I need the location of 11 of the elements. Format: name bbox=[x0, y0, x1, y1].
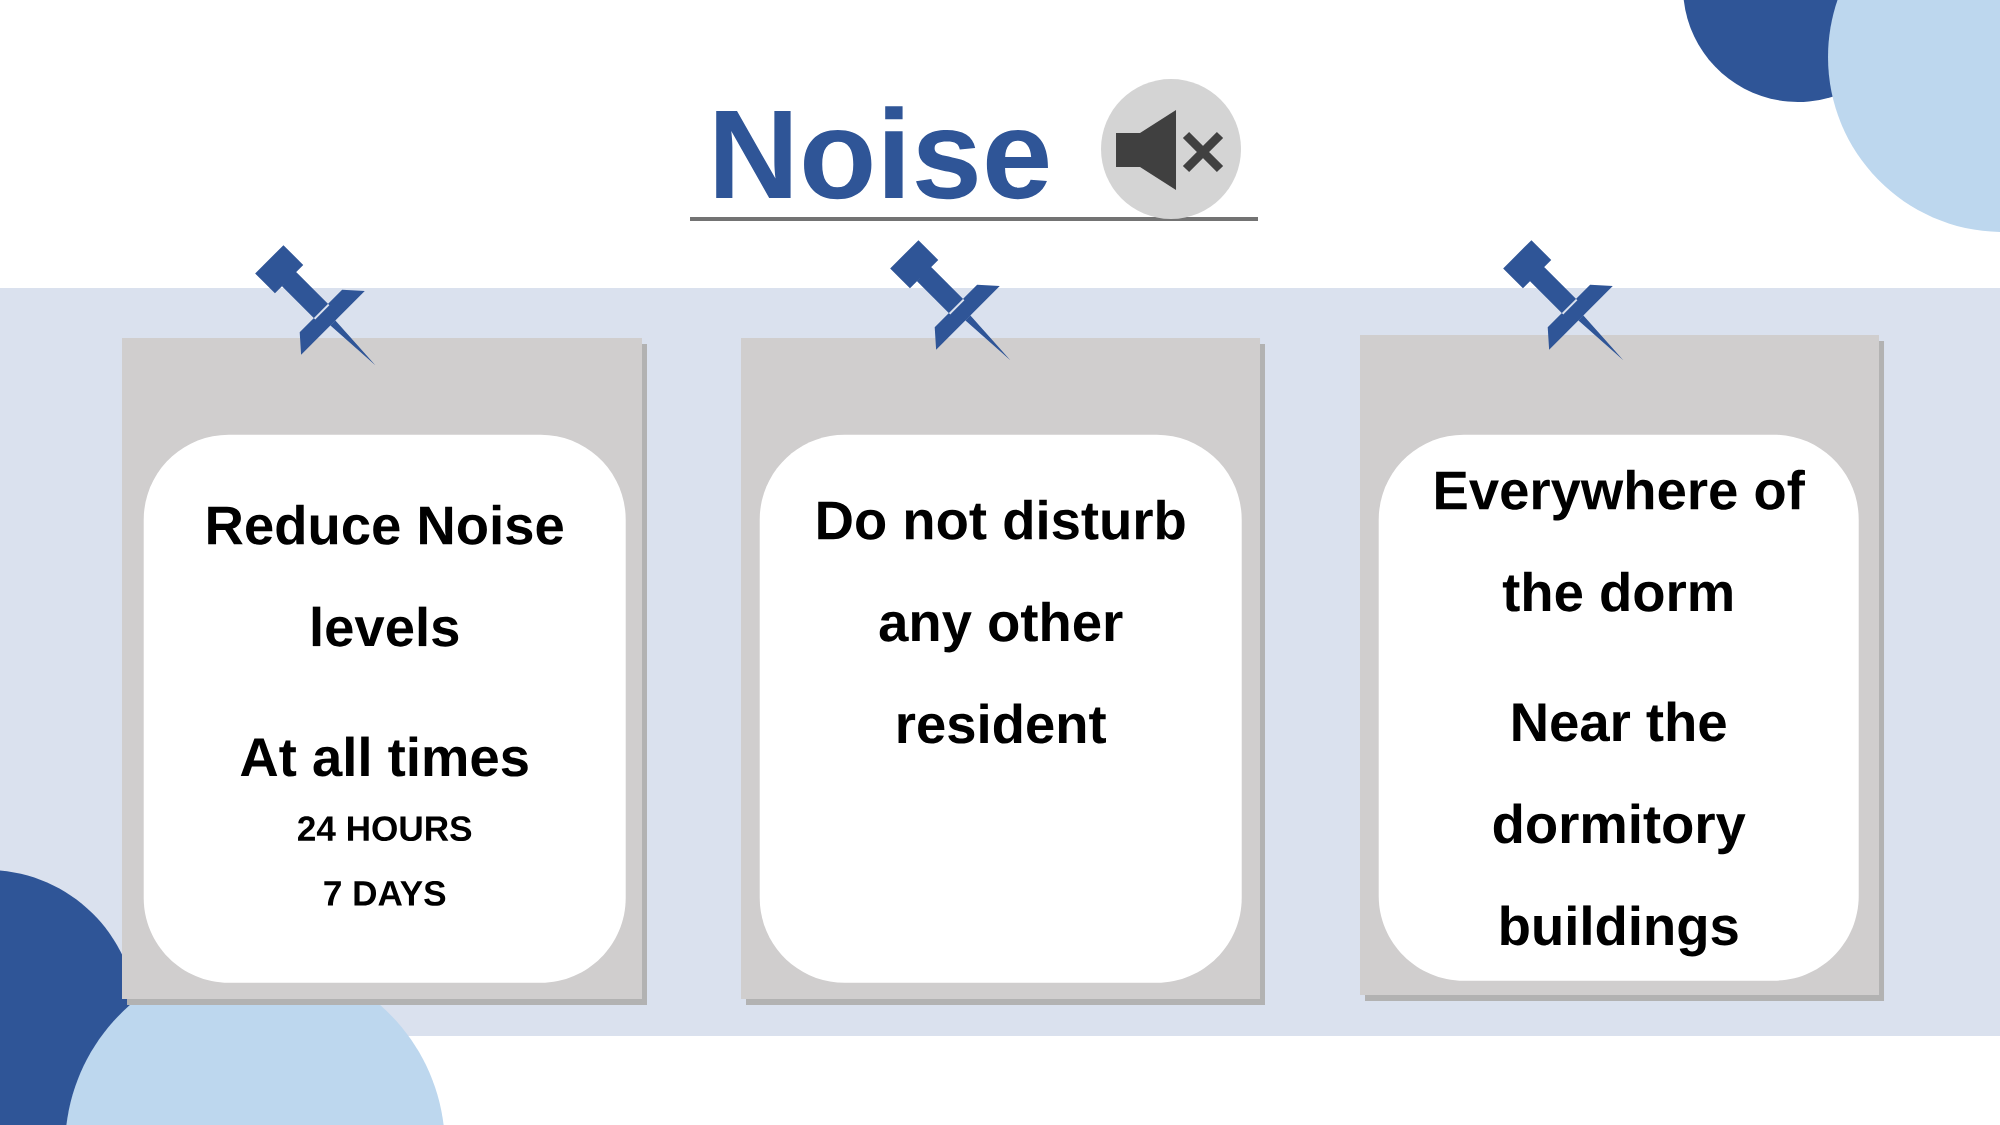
card-text: Near the dormitory buildings bbox=[1493, 701, 1746, 957]
card-text: Do not disturb any other resident bbox=[818, 499, 1185, 744]
card-text: Everywhere of the dorm bbox=[1436, 469, 1805, 612]
card-text: Reduce Noise levels bbox=[208, 504, 563, 647]
note-card bbox=[1378, 434, 1859, 981]
title: Noise bbox=[716, 106, 1048, 200]
card-text: 24 HOURS bbox=[298, 816, 472, 842]
card-text: 7 DAYS bbox=[324, 881, 446, 906]
note-card bbox=[143, 434, 626, 983]
card-text: At all times bbox=[240, 736, 528, 777]
note-card bbox=[759, 434, 1242, 983]
